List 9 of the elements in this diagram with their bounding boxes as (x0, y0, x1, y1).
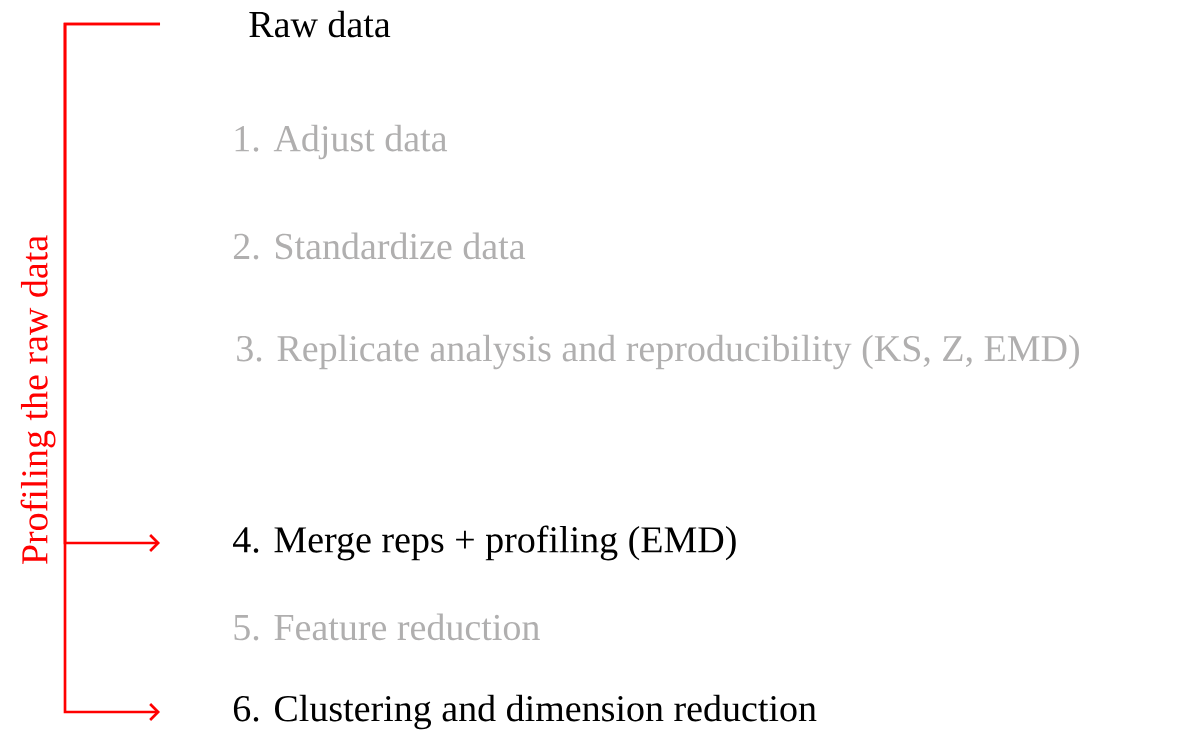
step-text: 1. Adjust data (235, 124, 448, 160)
edge-label: Profiling the raw data (20, 235, 56, 565)
step-text: 5. Feature reduction (234, 613, 540, 641)
step-text: Raw data (249, 10, 391, 38)
step-text: 2. Standardize data (233, 232, 526, 260)
step-text: 3. Replicate analysis and reproducibility (KS, Z, EMD) (237, 334, 1079, 370)
bracket-arrow (63, 22, 160, 721)
step-text: 6. Clustering and dimension reduction (233, 694, 817, 730)
step-text: 4. Merge reps + profiling (EMD) (233, 525, 736, 561)
